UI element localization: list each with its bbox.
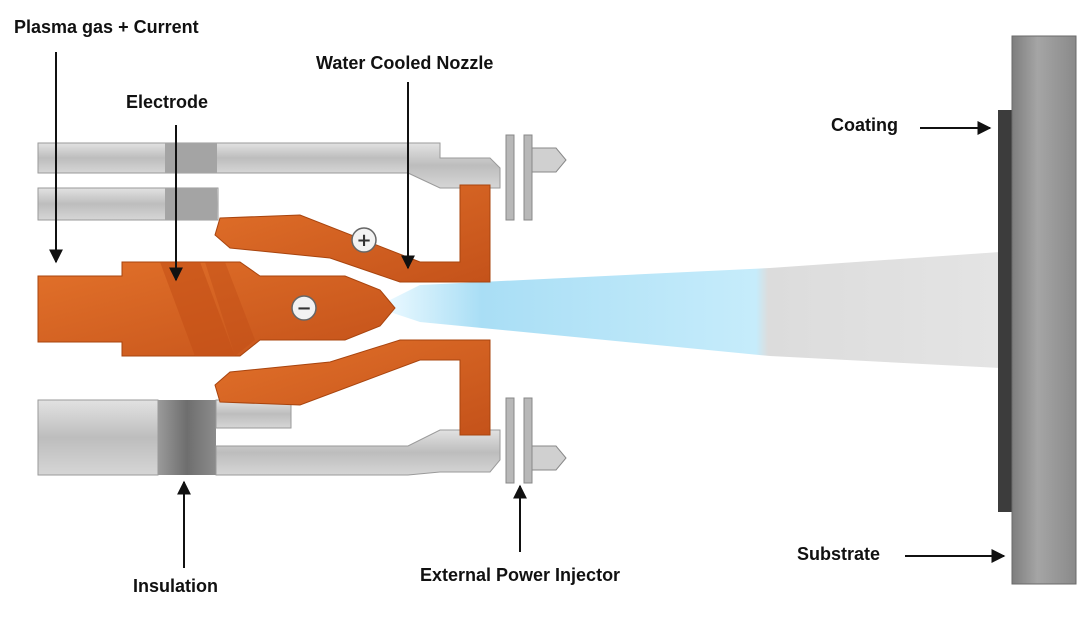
external-power-injector-label: External Power Injector <box>420 565 621 585</box>
cathode-sign: − <box>296 298 311 319</box>
power-injector-bottom <box>505 397 567 484</box>
insulation-label: Insulation <box>133 576 218 596</box>
water-cooled-nozzle <box>214 184 491 436</box>
plasma-jet <box>390 252 1000 368</box>
upper-housing <box>37 142 501 221</box>
anode-symbol <box>351 227 377 253</box>
substrate <box>1011 35 1077 585</box>
lower-housing <box>37 399 501 476</box>
water-cooled-nozzle-label: Water Cooled Nozzle <box>316 53 494 73</box>
cathode-symbol <box>291 295 317 321</box>
plasma-gas-label: Plasma gas + Current <box>14 17 199 37</box>
coating <box>998 110 1012 512</box>
power-injector-top <box>505 134 567 221</box>
electrode <box>37 261 396 357</box>
anode-sign: + <box>356 230 371 251</box>
electrode-label: Electrode <box>126 92 209 112</box>
substrate-label: Substrate <box>797 544 881 564</box>
coating-label: Coating <box>831 115 898 135</box>
